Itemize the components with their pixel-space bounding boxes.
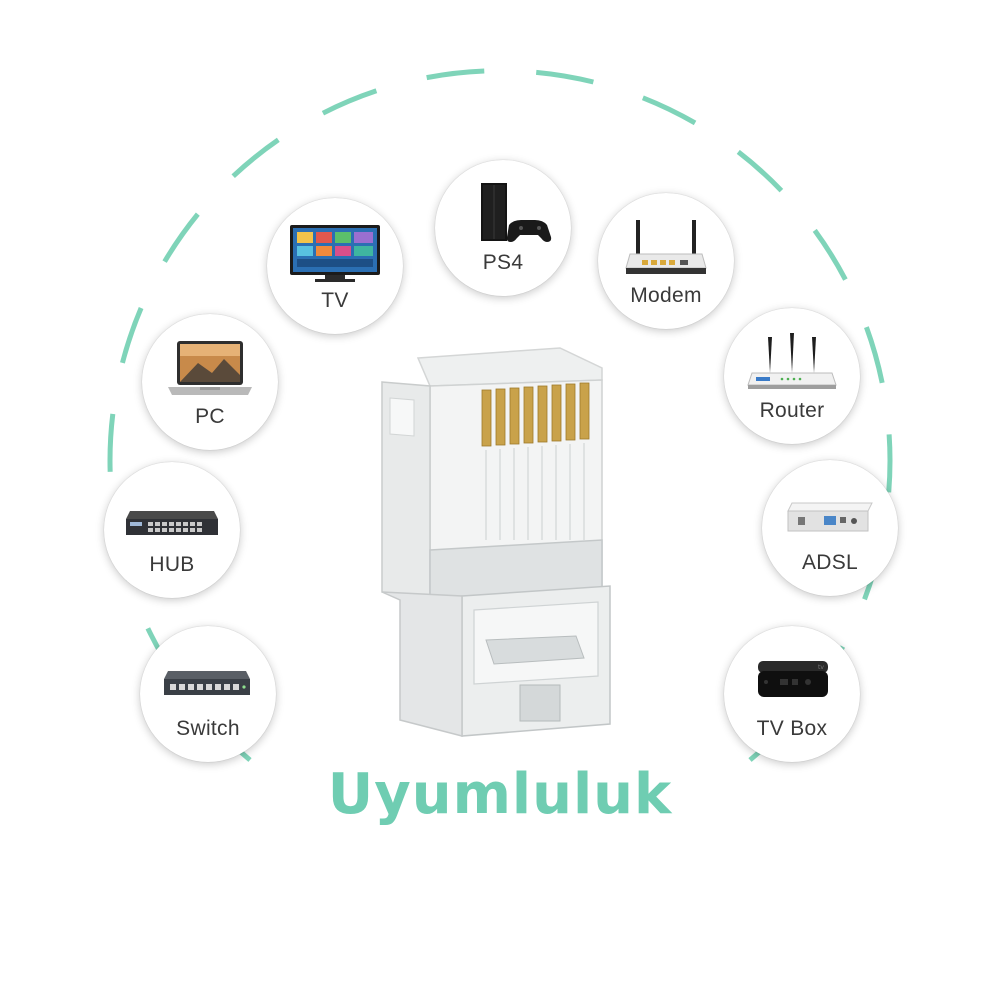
- device-tv: TV: [267, 198, 403, 334]
- modem-icon: [616, 214, 716, 280]
- device-label: HUB: [149, 553, 195, 576]
- device-modem: Modem: [598, 193, 734, 329]
- adsl-box-icon: [780, 481, 880, 547]
- network-switch-icon: [158, 647, 258, 713]
- network-hub-icon: [122, 483, 222, 549]
- device-switch: Switch: [140, 626, 276, 762]
- television-icon: [285, 219, 385, 285]
- laptop-icon: [160, 335, 260, 401]
- svg-text:tv: tv: [818, 664, 824, 671]
- device-adsl: ADSL: [762, 460, 898, 596]
- device-hub: HUB: [104, 462, 240, 598]
- rj45-shielded-connector-icon: [381, 347, 611, 737]
- device-pc: PC: [142, 314, 278, 450]
- device-router: Router: [724, 308, 860, 444]
- compatibility-title: Uyumluluk: [327, 762, 673, 827]
- router-icon: [742, 329, 842, 395]
- device-label: TV: [321, 289, 349, 312]
- device-label: PS4: [482, 251, 524, 274]
- tv-box-icon: tv: [742, 647, 842, 713]
- device-label: TV Box: [756, 717, 828, 740]
- device-ps4: PS4: [435, 160, 571, 296]
- device-label: Router: [759, 399, 825, 422]
- device-label: Switch: [176, 717, 240, 740]
- device-label: Modem: [630, 284, 702, 307]
- device-label: PC: [195, 405, 225, 428]
- game-console-icon: [453, 181, 553, 247]
- device-label: ADSL: [801, 551, 859, 574]
- device-tvbox: tv TV Box: [724, 626, 860, 762]
